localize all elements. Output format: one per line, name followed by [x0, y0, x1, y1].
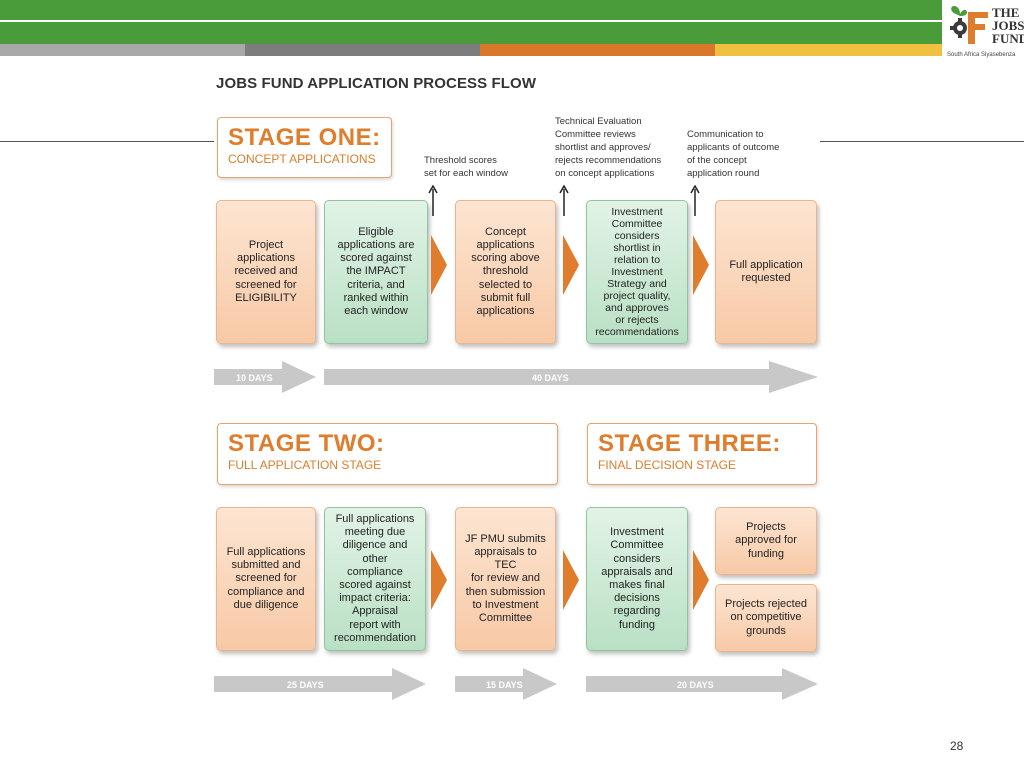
up-arrow-icon — [690, 185, 700, 216]
stage-one-header: STAGE ONE: CONCEPT APPLICATIONS — [217, 117, 392, 178]
stage-one-subtitle: CONCEPT APPLICATIONS — [228, 152, 376, 166]
logo-text-jobs: JOBS — [992, 18, 1024, 33]
duration-label: 40 DAYS — [532, 373, 569, 383]
process-box-eligibility: Project applications received and screen… — [216, 200, 316, 344]
logo-mark-icon — [950, 6, 988, 44]
stage-one-title: STAGE ONE: — [228, 124, 381, 151]
flow-arrow-icon — [563, 235, 579, 295]
duration-arrow — [455, 668, 557, 700]
duration-label: 25 DAYS — [287, 680, 324, 690]
process-box-investment-committee: Investment Committee considers shortlist… — [586, 200, 688, 344]
logo-tagline: South Africa Siyasebenza — [947, 52, 1016, 58]
flow-arrow-icon — [693, 550, 709, 610]
duration-arrow — [214, 668, 426, 700]
left-rule — [0, 141, 214, 142]
stage-three-title: STAGE THREE: — [598, 430, 781, 457]
process-box-full-application-screening: Full applications submitted and screened… — [216, 507, 316, 651]
logo-text-the: THE — [992, 5, 1020, 20]
stage-two-subtitle: FULL APPLICATION STAGE — [228, 458, 382, 472]
outcome-box-rejected: Projects rejected on competitive grounds — [715, 584, 817, 652]
outcome-box-approved: Projects approved for funding — [715, 507, 817, 575]
color-stripe-gray-light — [0, 44, 245, 56]
up-arrow-icon — [559, 185, 569, 216]
duration-label: 10 DAYS — [236, 373, 273, 383]
process-box-threshold-selection: Concept applications scoring above thres… — [455, 200, 556, 344]
duration-label: 20 DAYS — [677, 680, 714, 690]
stage-two-header: STAGE TWO: FULL APPLICATION STAGE — [217, 423, 558, 485]
top-banner — [0, 0, 942, 44]
up-arrow-icon — [428, 185, 438, 216]
flow-arrow-icon — [563, 550, 579, 610]
process-box-appraisal: Full applications meeting due diligence … — [324, 507, 426, 651]
banner-divider — [0, 20, 942, 22]
process-box-full-application-requested: Full application requested — [715, 200, 817, 344]
color-stripe-yellow — [715, 44, 942, 56]
page-number: 28 — [950, 739, 964, 753]
note-technical-evaluation: Technical Evaluation Committee reviews s… — [555, 116, 662, 179]
page-title: JOBS FUND APPLICATION PROCESS FLOW — [216, 75, 537, 92]
note-communication: Communication to applicants of outcome o… — [687, 129, 780, 179]
duration-arrow — [214, 361, 316, 393]
duration-arrow — [586, 668, 818, 700]
flow-arrow-icon — [693, 235, 709, 295]
flow-arrow-icon — [431, 235, 447, 295]
duration-label: 15 DAYS — [486, 680, 523, 690]
jobs-fund-logo: THE JOBS FUND South Africa Siyasebenza — [944, 0, 1024, 62]
process-box-final-decision: Investment Committee considers appraisal… — [586, 507, 688, 651]
duration-arrow — [324, 361, 818, 393]
process-box-pmu-submission: JF PMU submits appraisals to TEC for rev… — [455, 507, 556, 651]
stage-three-header: STAGE THREE: FINAL DECISION STAGE — [587, 423, 817, 485]
flow-arrow-icon — [431, 550, 447, 610]
stage-three-subtitle: FINAL DECISION STAGE — [598, 458, 737, 472]
process-box-impact-scoring: Eligible applications are scored against… — [324, 200, 428, 344]
color-stripe-orange — [480, 44, 715, 56]
color-stripe-gray-dark — [245, 44, 480, 56]
note-threshold-scores: Threshold scores set for each window — [424, 155, 508, 179]
stage-two-title: STAGE TWO: — [228, 430, 385, 457]
logo-text-fund: FUND — [992, 31, 1024, 46]
right-rule — [820, 141, 1024, 142]
